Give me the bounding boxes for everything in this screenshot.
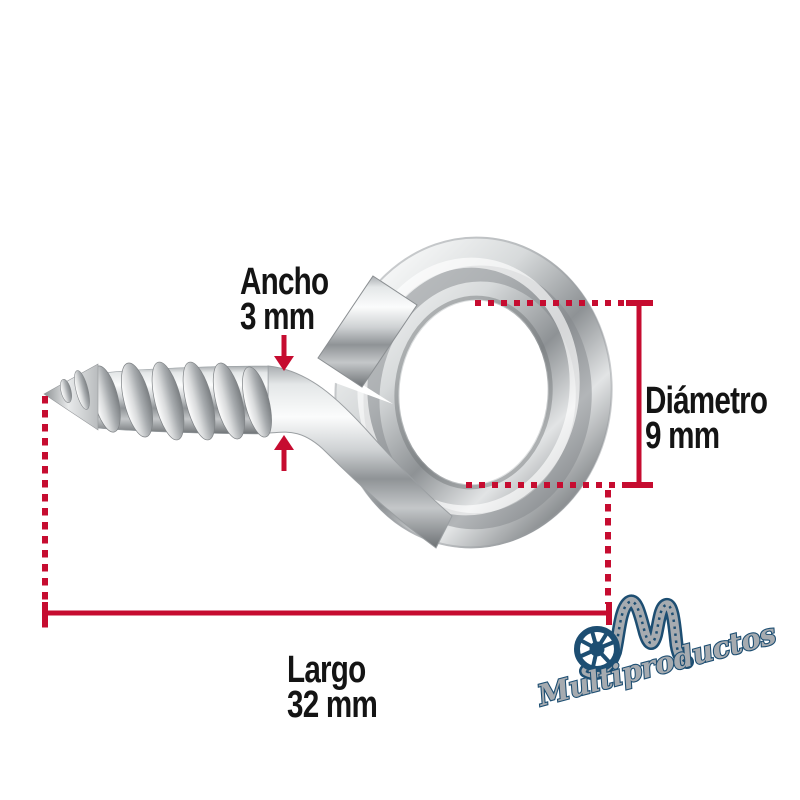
width-dimension-label: Ancho 3 mm — [240, 261, 329, 338]
shank — [267, 365, 453, 549]
brand-logo: Multiproductos — [532, 594, 780, 714]
dimension-annotations — [42, 300, 653, 632]
width-label-text: Ancho — [240, 261, 329, 303]
diameter-dimension-label: Diámetro 9 mm — [645, 380, 768, 457]
screw-tip — [43, 363, 99, 431]
length-dimension-label: Largo 32 mm — [287, 649, 378, 726]
length-label-text: Largo — [287, 649, 366, 691]
eye-ring — [334, 236, 613, 549]
length-value-text: 32 mm — [287, 684, 378, 726]
diameter-label-text: Diámetro — [645, 380, 768, 422]
threaded-body — [91, 361, 272, 441]
film-reel-icon — [574, 626, 620, 672]
diameter-value-text: 9 mm — [645, 415, 720, 457]
width-arrow-down-head — [274, 356, 294, 371]
wire-end — [317, 275, 418, 388]
width-arrow-up-head — [274, 435, 294, 450]
width-value-text: 3 mm — [240, 296, 315, 338]
